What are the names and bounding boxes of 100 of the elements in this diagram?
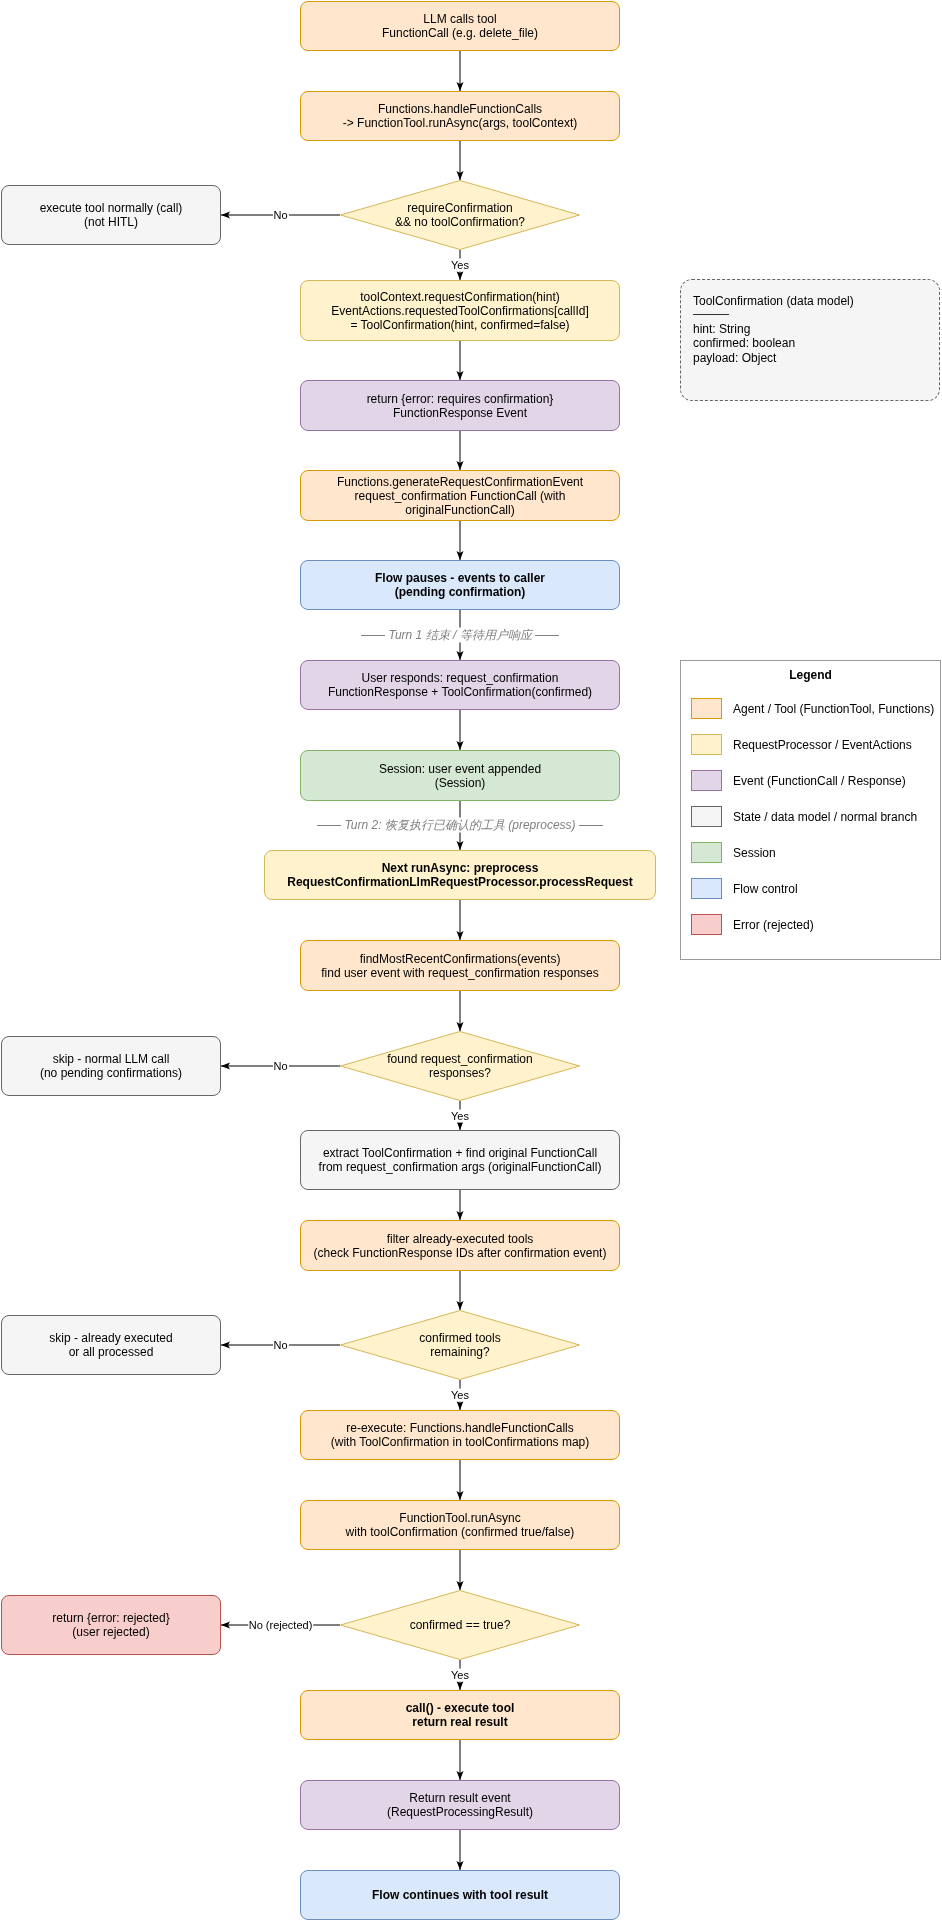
arrow: [456, 50, 464, 92]
step-text: skip - already executed: [49, 1331, 173, 1345]
decision-diamond: [340, 1031, 580, 1101]
arrow: [456, 1549, 464, 1591]
process-box: [1, 185, 221, 245]
question-text: confirmed tools: [419, 1331, 501, 1345]
question-text: remaining?: [430, 1345, 490, 1359]
arrow: [456, 1100, 464, 1131]
model-title: ToolConfirmation (data model): [693, 294, 854, 309]
arrow: [456, 1459, 464, 1501]
arrow: [456, 340, 464, 381]
step-text: re-execute: Functions.handleFunctionCalls: [346, 1421, 574, 1435]
process-box: [300, 91, 620, 141]
process-box: [300, 1410, 620, 1460]
step-text: Functions.generateRequestConfirmationEvent: [336, 474, 584, 489]
arrow: [220, 211, 341, 219]
process-box: [264, 850, 656, 900]
step-text: Next runAsync: preprocess: [381, 861, 539, 875]
process-box: [300, 660, 620, 710]
step-text: find user event with request_confirmation responses: [321, 965, 599, 980]
step-text: Flow pauses - events to caller: [374, 571, 546, 585]
legend-text: Error (rejected): [733, 917, 814, 932]
legend-text: RequestProcessor / EventActions: [733, 737, 912, 752]
step-text: (RequestProcessingResult): [386, 1805, 534, 1819]
step-text: filter already-executed tools: [386, 1231, 534, 1246]
step-text: (user rejected): [72, 1625, 150, 1639]
step-text: User responds: request_confirmation: [361, 671, 559, 685]
arrow: [456, 990, 464, 1032]
arrow: [220, 1062, 341, 1070]
edge-label: Yes: [450, 1668, 470, 1682]
process-box: [300, 1500, 620, 1550]
step-text: extract ToolConfirmation + find original FunctionCall: [322, 1146, 598, 1160]
decision-diamond: [340, 1590, 580, 1660]
data-model-card: [680, 279, 940, 401]
step-text: return {error: rejected}: [52, 1611, 170, 1625]
process-box: [300, 1690, 620, 1740]
step-text: Flow continues with tool result: [372, 1888, 548, 1902]
process-box: [300, 470, 620, 521]
step-text: -> FunctionTool.runAsync(args, toolContext): [342, 116, 578, 130]
process-box: [300, 1780, 620, 1830]
step-text: RequestConfirmationLlmRequestProcessor.processRequest: [287, 875, 633, 889]
step-text: request_confirmation FunctionCall (with originalFunctionCall): [354, 488, 566, 517]
turn-divider-note: —— Turn 2: 恢复执行已确认的工具 (preprocess) ——: [314, 817, 606, 833]
step-text: or all processed: [68, 1345, 154, 1359]
process-box: [1, 1036, 221, 1096]
step-text: FunctionCall (e.g. delete_file): [381, 26, 539, 40]
step-text: return real result: [412, 1715, 508, 1729]
step-text: LLM calls tool: [423, 12, 497, 26]
step-text: from request_confirmation args (originalFunctionCall): [318, 1160, 602, 1174]
step-text: (with ToolConfirmation in toolConfirmations map): [330, 1435, 590, 1449]
step-text: toolContext.requestConfirmation(hint): [360, 289, 560, 304]
step-text: (pending confirmation): [394, 585, 526, 599]
step-text: Session: user event appended: [378, 761, 542, 776]
model-field: confirmed: boolean: [693, 336, 796, 351]
question-text: && no toolConfirmation?: [394, 215, 526, 229]
process-box: [300, 1130, 620, 1190]
legend-text: Flow control: [733, 881, 798, 896]
turn-divider-note: —— Turn 1 结束 / 等待用户响应 ——: [358, 627, 562, 643]
arrow: [456, 1189, 464, 1221]
step-text: FunctionTool.runAsync: [399, 1511, 521, 1525]
process-box: [300, 750, 620, 801]
step-text: skip - normal LLM call: [52, 1052, 170, 1066]
question-text: confirmed == true?: [409, 1618, 511, 1632]
model-field: hint: String: [693, 321, 751, 336]
edge-label: No: [272, 208, 289, 222]
arrow: [456, 1829, 464, 1871]
step-text: (no pending confirmations): [39, 1066, 183, 1080]
legend-text: State / data model / normal branch: [733, 809, 918, 824]
arrow: [456, 899, 464, 941]
process-box: [300, 380, 620, 431]
question-text: responses?: [428, 1066, 491, 1080]
model-field: payload: Object: [693, 350, 777, 365]
edge-label: Yes: [450, 1109, 470, 1122]
step-text: with toolConfirmation (confirmed true/false): [345, 1525, 575, 1539]
decision-diamond: [340, 180, 580, 250]
legend-text: Event (FunctionCall / Response): [733, 773, 906, 788]
step-text: findMostRecentConfirmations(events): [359, 951, 561, 966]
step-text: EventActions.requestedToolConfirmations[callId]: [331, 303, 589, 318]
process-box: [1, 1315, 221, 1375]
step-text: call() - execute tool: [405, 1701, 515, 1715]
question-text: found request_confirmation: [387, 1052, 533, 1066]
legend-title: Legend: [788, 668, 833, 682]
step-text: FunctionResponse Event: [392, 405, 528, 420]
step-text: return {error: requires confirmation}: [366, 391, 554, 406]
step-text: Return result event: [409, 1791, 511, 1805]
edge-label: Yes: [450, 258, 470, 272]
legend-text: Session: [733, 845, 776, 860]
step-text: execute tool normally (call): [39, 201, 183, 215]
edge-label: No: [272, 1059, 289, 1073]
arrow: [456, 140, 464, 181]
legend-text: Agent / Tool (FunctionTool, Functions): [733, 701, 935, 716]
decision-diamond: [340, 1310, 580, 1380]
step-text: (check FunctionResponse IDs after confirmation event): [313, 1245, 607, 1260]
process-box: [1, 1595, 221, 1655]
process-box: [300, 1870, 620, 1920]
arrow: [220, 1341, 341, 1349]
arrow: [456, 430, 464, 471]
edge-label: No: [272, 1338, 289, 1352]
process-box: [300, 1, 620, 51]
step-text: Functions.handleFunctionCalls: [377, 102, 543, 116]
